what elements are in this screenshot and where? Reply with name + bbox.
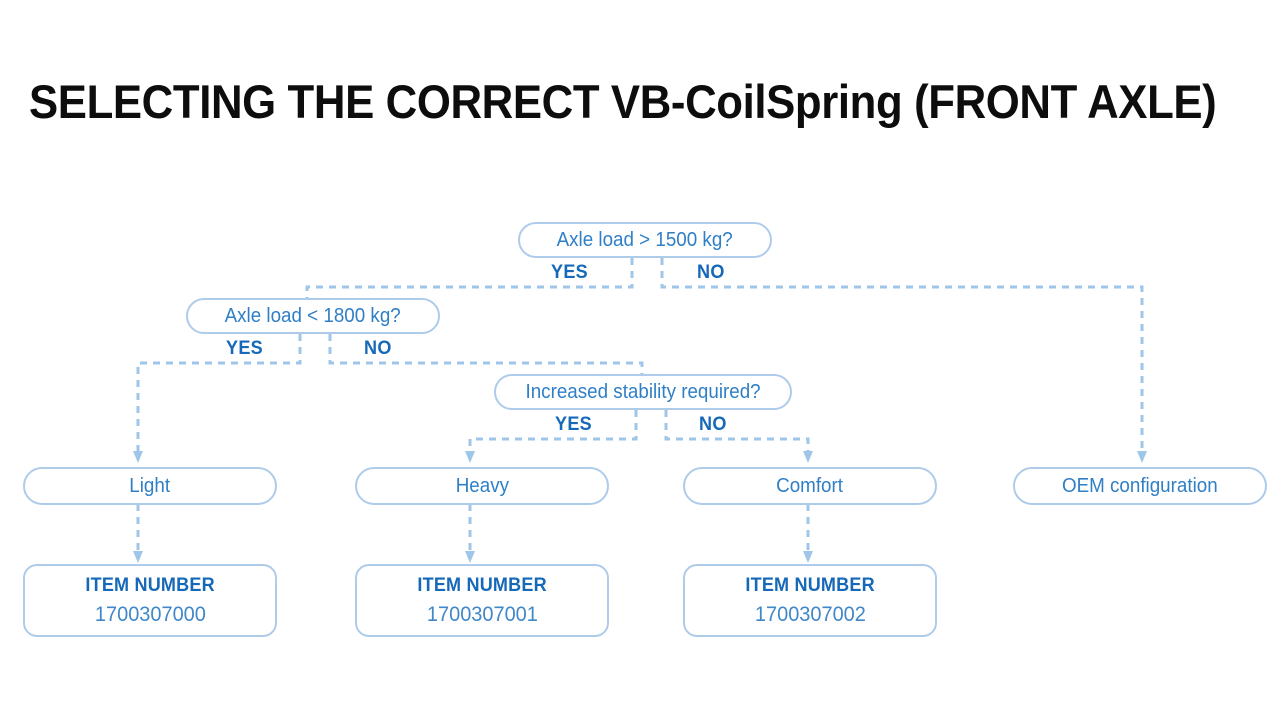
item-number-value: 1700307002: [754, 603, 866, 626]
branch-label-d3-yes: YES: [555, 414, 592, 435]
branch-label-d3-no: NO: [699, 414, 727, 435]
decision-node-axle-load-1500[interactable]: Axle load > 1500 kg?: [518, 222, 772, 258]
item-number-card-heavy: ITEM NUMBER 1700307001: [355, 564, 609, 637]
branch-label-d2-yes: YES: [226, 338, 263, 359]
item-number-heading: ITEM NUMBER: [85, 575, 215, 596]
connector-d3-yes: [465, 410, 638, 463]
branch-label-d1-yes: YES: [551, 262, 588, 283]
decision-label: Axle load > 1500 kg?: [556, 229, 734, 251]
result-label: Light: [129, 475, 171, 497]
connector-d3-no: [664, 410, 813, 463]
decision-label: Increased stability required?: [525, 381, 761, 403]
item-number-card-comfort: ITEM NUMBER 1700307002: [683, 564, 937, 637]
result-label: Heavy: [455, 475, 509, 497]
connector-d1-no: [660, 258, 1147, 463]
result-label: OEM configuration: [1062, 475, 1218, 497]
connector-d2-yes: [133, 334, 302, 463]
item-number-value: 1700307000: [94, 603, 206, 626]
result-node-comfort[interactable]: Comfort: [683, 467, 937, 505]
page-title: SELECTING THE CORRECT VB-CoilSpring (FRO…: [29, 75, 1217, 128]
item-number-heading: ITEM NUMBER: [745, 575, 875, 596]
branch-label-d2-no: NO: [364, 338, 392, 359]
result-label: Comfort: [776, 475, 844, 497]
branch-label-d1-no: NO: [697, 262, 725, 283]
result-node-oem-configuration[interactable]: OEM configuration: [1013, 467, 1267, 505]
item-number-card-light: ITEM NUMBER 1700307000: [23, 564, 277, 637]
result-node-light[interactable]: Light: [23, 467, 277, 505]
item-number-heading: ITEM NUMBER: [417, 575, 547, 596]
decision-label: Axle load < 1800 kg?: [224, 305, 402, 327]
decision-node-axle-load-1800[interactable]: Axle load < 1800 kg?: [186, 298, 440, 334]
result-node-heavy[interactable]: Heavy: [355, 467, 609, 505]
decision-node-increased-stability[interactable]: Increased stability required?: [494, 374, 792, 410]
item-number-value: 1700307001: [426, 603, 538, 626]
